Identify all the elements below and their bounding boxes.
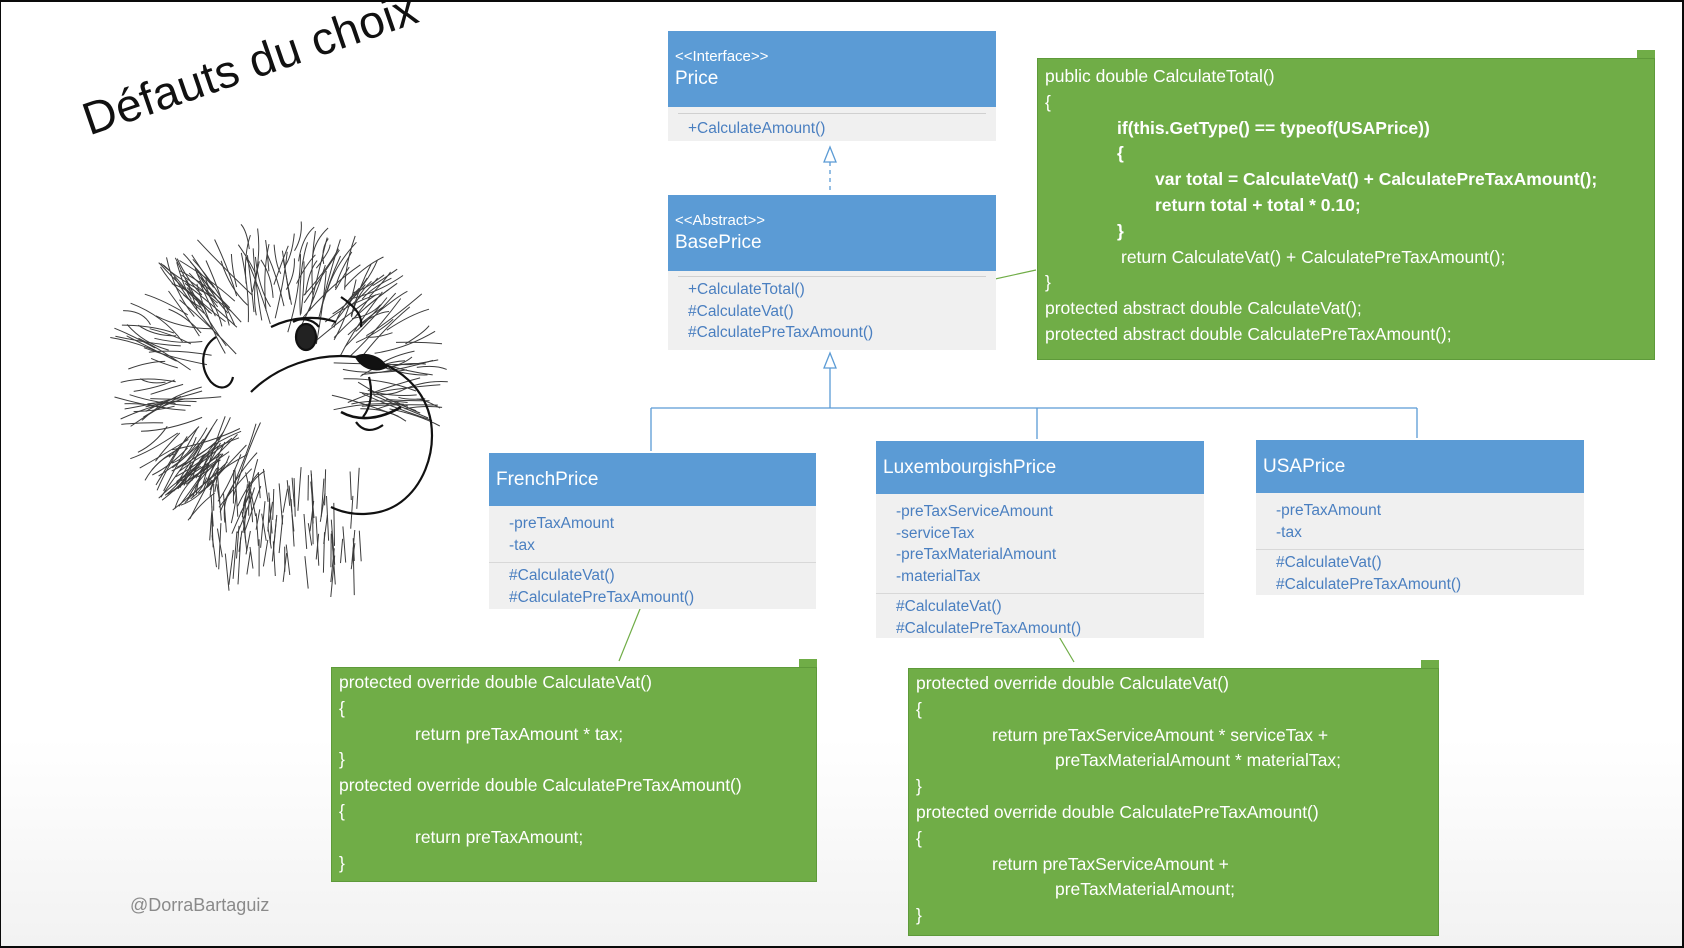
method: #CalculatePreTaxAmount() — [896, 619, 1082, 637]
monkey-sketch-illustration — [110, 221, 448, 597]
attribute: -preTaxAmount — [509, 515, 615, 532]
class-price-methods: +CalculateAmount() — [668, 114, 996, 146]
note-link-french — [618, 603, 643, 662]
code-line: } — [1045, 272, 1051, 293]
class-luxembourgish-price-attributes: -preTaxServiceAmount -serviceTax -preTax… — [876, 494, 1204, 593]
code-line: return preTaxServiceAmount + — [992, 853, 1229, 874]
member: +CalculateAmount() — [688, 120, 826, 137]
class-base-price-header: <<Abstract>> BasePrice — [668, 195, 996, 271]
class-usa-price[interactable]: USAPrice -preTaxAmount -tax #CalculateVa… — [1256, 440, 1584, 595]
code-line: { — [339, 697, 345, 718]
divider — [678, 276, 986, 277]
class-luxembourgish-price[interactable]: LuxembourgishPrice -preTaxServiceAmount … — [876, 441, 1204, 638]
class-base-price-stereotype: <<Abstract>> — [675, 211, 766, 229]
attribute: -preTaxAmount — [1276, 502, 1382, 519]
code-line: return total + total * 0.10; — [1155, 194, 1361, 215]
monkey-face — [202, 296, 434, 516]
code-line: } — [339, 852, 345, 873]
class-luxembourgish-price-name: LuxembourgishPrice — [883, 456, 1057, 478]
class-french-price-methods: #CalculateVat() #CalculatePreTaxAmount() — [489, 562, 816, 614]
monkey-fur-strokes — [110, 221, 448, 597]
code-line: protected override double CalculatePreTa… — [339, 775, 742, 796]
code-line: protected override double CalculateVat() — [339, 672, 652, 692]
code-line: var total = CalculateVat() + CalculatePr… — [1155, 169, 1598, 190]
method: #CalculateVat() — [1276, 554, 1382, 571]
code-line: } — [916, 905, 922, 926]
attribute: -preTaxServiceAmount — [896, 503, 1053, 520]
attribute: -tax — [1276, 523, 1302, 541]
attribute: -preTaxMaterialAmount — [896, 546, 1057, 563]
code-line: return preTaxServiceAmount * serviceTax … — [992, 724, 1329, 745]
code-line: protected abstract double CalculatePreTa… — [1045, 323, 1452, 344]
code-line: } — [339, 749, 345, 770]
class-luxembourgish-price-methods: #CalculateVat() #CalculatePreTaxAmount() — [876, 593, 1204, 645]
member: #CalculatePreTaxAmount() — [688, 324, 874, 341]
code-line: return preTaxAmount; — [415, 826, 584, 847]
code-line: { — [916, 698, 922, 719]
note-body — [331, 667, 817, 882]
member: #CalculateVat() — [688, 302, 794, 320]
class-french-price[interactable]: FrenchPrice -preTaxAmount -tax #Calculat… — [489, 453, 816, 609]
code-note-base-price-lines: public double CalculateTotal() { if(this… — [1045, 64, 1649, 348]
class-luxembourgish-price-header: LuxembourgishPrice — [876, 441, 1204, 494]
code-note-french-price-lines: protected override double CalculateVat()… — [339, 670, 811, 876]
method: #CalculatePreTaxAmount() — [1276, 575, 1462, 593]
class-price[interactable]: <<Interface>> Price +CalculateAmount() — [668, 31, 996, 141]
inheritance-arrowhead — [823, 351, 837, 369]
method: #CalculatePreTaxAmount() — [509, 588, 695, 606]
class-base-price-methods: +CalculateTotal() #CalculateVat() #Calcu… — [668, 277, 996, 350]
code-line: public double CalculateTotal() — [1045, 66, 1275, 86]
class-price-name: Price — [675, 67, 719, 89]
class-french-price-name: FrenchPrice — [496, 468, 599, 490]
class-base-price-name: BasePrice — [675, 231, 762, 253]
class-base-price[interactable]: <<Abstract>> BasePrice +CalculateTotal()… — [668, 195, 996, 350]
attribute: -tax — [509, 536, 535, 554]
code-line: return preTaxAmount * tax; — [415, 723, 624, 744]
note-body — [908, 668, 1439, 936]
class-usa-price-header: USAPrice — [1256, 440, 1584, 493]
author-credit: @DorraBartaguiz — [130, 895, 270, 915]
method: #CalculateVat() — [509, 567, 615, 584]
code-line: { — [339, 800, 345, 821]
code-line: { — [1117, 143, 1124, 164]
code-line: preTaxMaterialAmount * materialTax; — [1055, 750, 1341, 771]
divider — [678, 113, 986, 114]
class-usa-price-methods: #CalculateVat() #CalculatePreTaxAmount() — [1256, 549, 1584, 601]
code-line: protected abstract double CalculateVat()… — [1045, 298, 1362, 319]
code-line: } — [1117, 220, 1124, 241]
method: #CalculateVat() — [896, 598, 1002, 615]
code-line: if(this.GetType() == typeof(USAPrice)) — [1117, 117, 1430, 138]
realization-arrowhead — [823, 145, 837, 163]
attribute: -serviceTax — [896, 524, 975, 542]
code-line: return CalculateVat() + CalculatePreTaxA… — [1121, 246, 1506, 267]
class-price-header: <<Interface>> Price — [668, 31, 996, 107]
class-usa-price-name: USAPrice — [1263, 455, 1346, 477]
code-note-luxembourgish-price-lines: protected override double CalculateVat()… — [916, 671, 1433, 929]
code-line: protected override double CalculateVat() — [916, 673, 1229, 693]
code-line: { — [1045, 91, 1051, 112]
note-body — [1037, 58, 1655, 360]
code-line: preTaxMaterialAmount; — [1055, 879, 1235, 900]
code-note-french-price: protected override double CalculateVat()… — [331, 659, 817, 882]
code-line: { — [916, 827, 922, 848]
code-line: } — [916, 776, 922, 797]
code-line: protected override double CalculatePreTa… — [916, 801, 1319, 822]
note-link-lux — [1057, 634, 1075, 663]
class-french-price-header: FrenchPrice — [489, 453, 816, 506]
class-french-price-attributes: -preTaxAmount -tax — [489, 506, 816, 562]
attribute: -materialTax — [896, 567, 981, 585]
code-note-base-price: public double CalculateTotal() { if(this… — [1037, 50, 1655, 360]
class-usa-price-attributes: -preTaxAmount -tax — [1256, 493, 1584, 549]
member: +CalculateTotal() — [688, 281, 805, 298]
code-note-luxembourgish-price: protected override double CalculateVat()… — [908, 660, 1439, 936]
class-price-stereotype: <<Interface>> — [675, 47, 769, 65]
